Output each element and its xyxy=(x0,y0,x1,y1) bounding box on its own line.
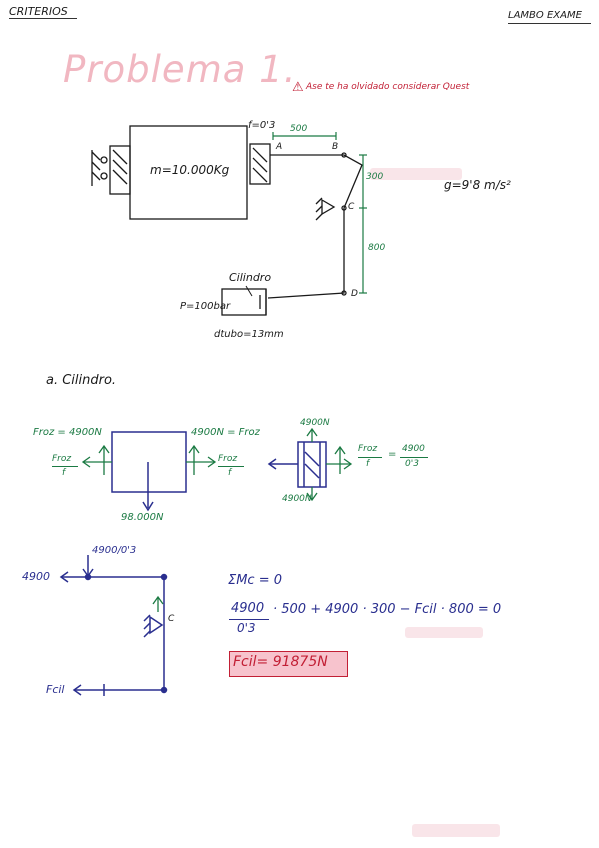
frac-line xyxy=(358,457,382,458)
pad-bottom-force: 4900N xyxy=(282,494,312,504)
frac-line xyxy=(218,466,244,467)
dim-500: 500 xyxy=(290,124,308,134)
pad-equals: = xyxy=(388,449,397,460)
mass-label: m=10.000Kg xyxy=(150,163,230,177)
bleed-mark xyxy=(405,627,483,638)
warning-icon: ⚠ xyxy=(292,80,304,95)
point-c: C xyxy=(348,202,355,212)
fbd-top-right: 4900N = Froz xyxy=(191,427,260,438)
dim-300: 300 xyxy=(366,172,384,182)
pad-frac-num: Froz xyxy=(358,444,378,454)
pad-val-den: 0'3 xyxy=(405,459,419,469)
problem-note: Ase te ha olvidado considerar Quest xyxy=(306,82,470,92)
lever-fcil: Fcil xyxy=(46,683,65,696)
pad-top-force: 4900N xyxy=(300,418,330,428)
fbd-top-left: Froz = 4900N xyxy=(33,427,102,438)
result-box xyxy=(229,651,348,677)
section-title: a. Cilindro. xyxy=(46,373,117,388)
pad-frac-den: f xyxy=(366,459,370,469)
bleed-mark xyxy=(370,168,462,180)
header-right-underline xyxy=(508,23,591,24)
lever-left-force: 4900 xyxy=(22,570,50,583)
problem-title: Problema 1. xyxy=(63,48,297,91)
fbd-right-frac-den: f xyxy=(228,468,232,478)
frac-line xyxy=(52,466,78,467)
eq-rest: · 500 + 4900 · 300 − Fcil · 800 = 0 xyxy=(273,602,502,617)
lever-point-c: C xyxy=(168,614,175,624)
header-left: CRITERIOS xyxy=(9,5,68,18)
fbd-weight: 98.000N xyxy=(121,512,164,523)
lever-top-force: 4900/0'3 xyxy=(92,545,137,556)
point-b: B xyxy=(332,142,339,152)
eq-frac-den: 0'3 xyxy=(237,621,256,635)
cylinder-label: Cilindro xyxy=(229,271,272,284)
eq-frac-num: 4900 xyxy=(231,601,265,616)
point-a: A xyxy=(276,142,283,152)
friction-coef: f=0'3 xyxy=(248,120,276,131)
dim-800: 800 xyxy=(368,243,386,253)
bleed-mark xyxy=(412,824,500,837)
frac-line xyxy=(400,457,428,458)
gravity: g=9'8 m/s² xyxy=(444,178,511,192)
pressure-label: P=100bar xyxy=(180,301,231,312)
header-right: LAMBO EXAME xyxy=(508,10,582,21)
fbd-right-frac-num: Froz xyxy=(218,454,238,464)
fbd-left-frac-den: f xyxy=(62,468,66,478)
diameter-label: dtubo=13mm xyxy=(214,329,284,340)
fbd-left-frac-num: Froz xyxy=(52,454,72,464)
frac-line xyxy=(229,619,269,620)
pad-val-num: 4900 xyxy=(402,444,425,454)
moment-eq: ΣMc = 0 xyxy=(228,573,283,588)
point-d: D xyxy=(351,289,358,299)
result-text: Fcil= 91875N xyxy=(233,654,328,670)
header-left-underline xyxy=(9,18,77,19)
